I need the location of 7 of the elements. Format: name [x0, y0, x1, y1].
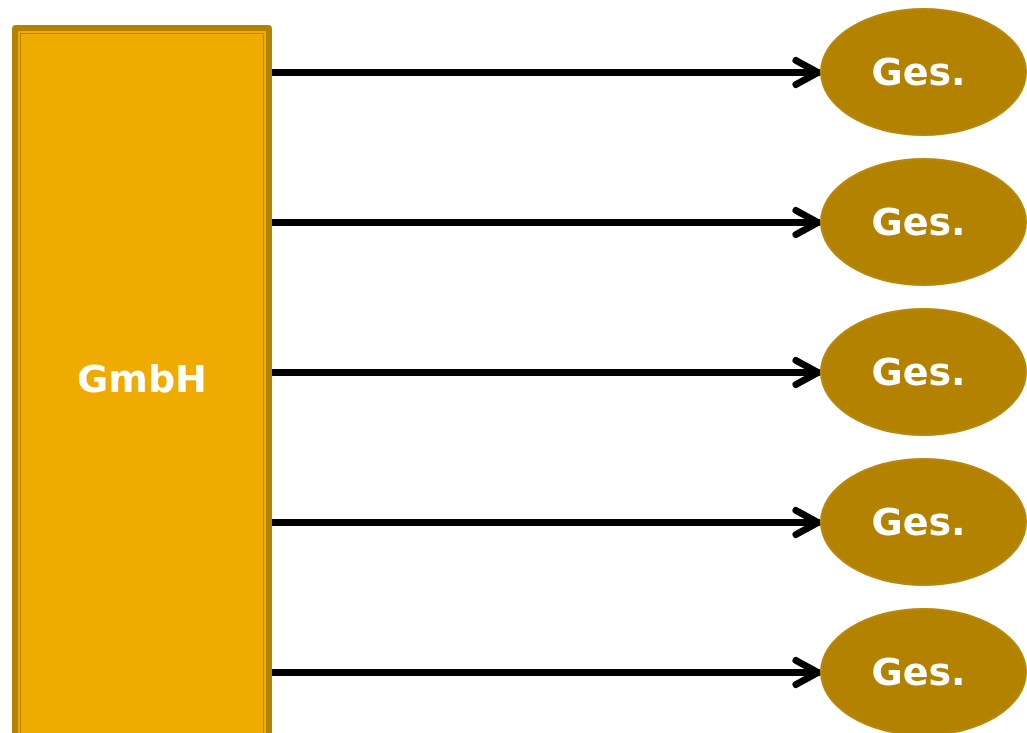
node-label: GmbH	[77, 360, 207, 398]
node-label: Ges.	[871, 653, 966, 691]
node-label: Ges.	[871, 503, 966, 541]
node-label: Ges.	[871, 203, 966, 241]
node-label: Ges.	[871, 353, 966, 391]
company-box	[12, 25, 272, 733]
node-label: Ges.	[871, 53, 966, 91]
